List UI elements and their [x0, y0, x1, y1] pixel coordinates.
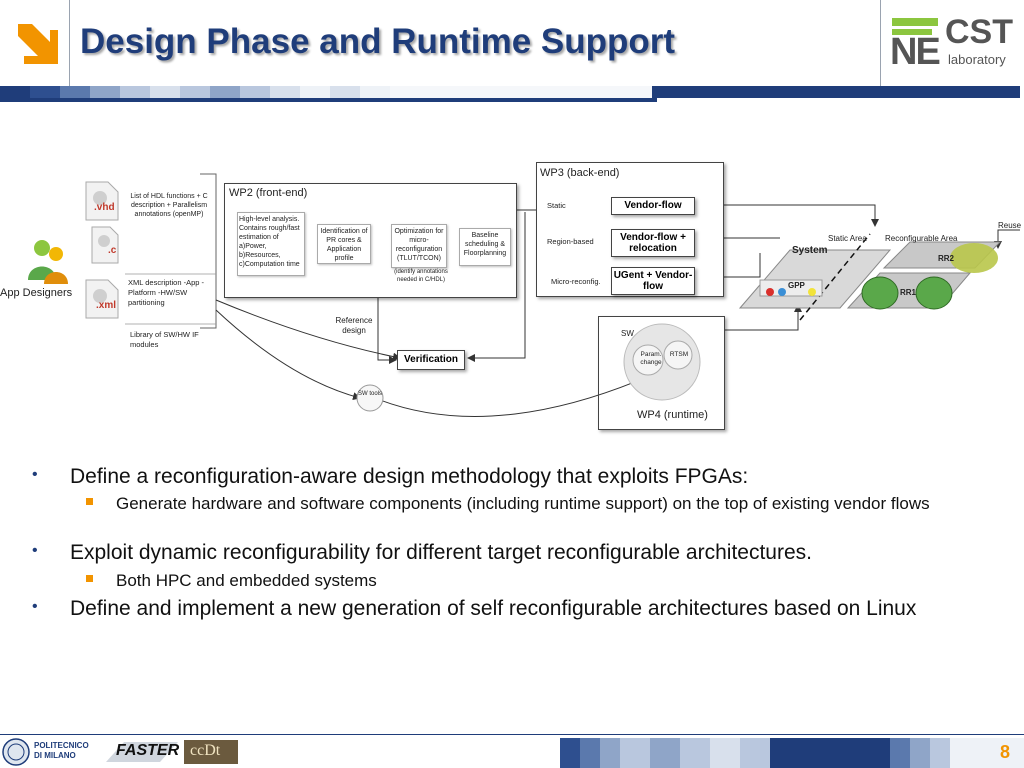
c-file-icon: .c: [88, 225, 122, 265]
vendor-flow-relocation-box: Vendor-flow + relocation: [611, 229, 695, 257]
design-flow-diagram: App Designers .vhd .c .xml List of HDL f…: [0, 150, 1024, 440]
polimi-logo: POLITECNICO DI MILANO: [2, 738, 102, 766]
wp4-param-change-label: Param. change: [640, 351, 662, 366]
vhd-file-icon: .vhd: [82, 180, 122, 222]
bullet-2: Exploit dynamic reconfigurability for di…: [70, 541, 812, 564]
rr1-label: RR1: [900, 288, 917, 297]
rr2-label: RR2: [938, 254, 955, 263]
reference-design-label: Reference design: [335, 316, 373, 335]
ccdt-logo: ccDt: [184, 740, 238, 764]
logo-text-ne: NE: [890, 31, 941, 73]
bullet-3: Define and implement a new generation of…: [70, 597, 917, 620]
logo-text-laboratory: laboratory: [948, 52, 1006, 67]
wp2-optimization-note: (identify annotations needed in C/HDL): [394, 269, 448, 283]
sub-bullet-marker: [86, 498, 93, 505]
wp2-analysis-box: High-level analysis. Contains rough/fast…: [237, 212, 305, 276]
wp2-title: WP2 (front-end): [229, 187, 308, 199]
input-xml-text: XML description -App -Platform -HW/SW pa…: [128, 278, 205, 307]
wp2-scheduling-box: Baseline scheduling & Floorplanning: [459, 228, 511, 266]
wp3-static-label: Static: [547, 201, 566, 210]
page-number: 8: [1000, 742, 1011, 762]
wp4-rtsm-label: RTSM: [669, 351, 689, 358]
necst-logo: NE CST laboratory: [890, 14, 1018, 74]
static-area-label: Static Area: [828, 234, 867, 243]
wp4-sw-label: SW: [621, 329, 634, 338]
header-stripe: [0, 86, 1024, 98]
wp2-optimization-box: Optimization for micro-reconfiguration (…: [391, 224, 447, 268]
wp2-front-end-box: WP2 (front-end) High-level analysis. Con…: [224, 183, 517, 298]
reuse-label: Reuse: [998, 221, 1022, 230]
ccdt-text: ccDt: [190, 742, 221, 759]
vhd-file-label: .vhd: [94, 202, 115, 213]
arrow-logo-icon: [12, 18, 62, 68]
faster-logo: FASTER: [104, 738, 180, 766]
bullet-1: Define a reconfiguration-aware design me…: [70, 465, 749, 488]
sw-tools-label: SW tools: [358, 391, 383, 397]
logo-text-cst: CST: [945, 13, 1013, 51]
footer-stripe: [560, 738, 1024, 768]
reconfigurable-area-label: Reconfigurable Area: [885, 234, 958, 243]
xml-file-label: .xml: [96, 300, 117, 311]
wp3-region-label: Region-based: [547, 237, 594, 246]
wp3-micro-label: Micro-reconfig.: [551, 277, 601, 286]
wp3-back-end-box: WP3 (back-end) Static Region-based Micro…: [536, 162, 724, 297]
page-title: Design Phase and Runtime Support: [80, 22, 676, 61]
bullet-dot: •: [32, 598, 38, 615]
input-library-text: Library of SW/HW IF modules: [130, 330, 199, 349]
sub-bullet-1-1: Generate hardware and software component…: [116, 494, 930, 513]
c-file-label: .c: [108, 245, 117, 256]
verification-box: Verification: [397, 350, 465, 370]
app-designers-label: App Designers: [0, 287, 73, 299]
wp4-runtime-box: SW Param. change RTSM WP4 (runtime): [598, 316, 725, 430]
app-designers-icon: [22, 236, 72, 286]
wp3-title: WP3 (back-end): [540, 167, 620, 179]
wp2-identification-box: Identification of PR cores & Application…: [317, 224, 371, 264]
polimi-line2: DI MILANO: [34, 751, 76, 760]
polimi-line1: POLITECNICO: [34, 741, 89, 750]
bullet-dot: •: [32, 542, 38, 559]
faster-text: FASTER: [116, 742, 180, 759]
gpp-label: GPP: [788, 281, 805, 290]
xml-file-icon: .xml: [82, 278, 122, 320]
wp4-title: WP4 (runtime): [637, 409, 708, 421]
system-label: System: [792, 245, 828, 256]
ugent-vendor-flow-box: UGent + Vendor-flow: [611, 267, 695, 295]
vendor-flow-box: Vendor-flow: [611, 197, 695, 215]
sub-bullet-marker: [86, 575, 93, 582]
bullet-dot: •: [32, 466, 38, 483]
input-functions-text: List of HDL functions + C description + …: [130, 193, 208, 218]
sub-bullet-2-1: Both HPC and embedded systems: [116, 571, 377, 590]
